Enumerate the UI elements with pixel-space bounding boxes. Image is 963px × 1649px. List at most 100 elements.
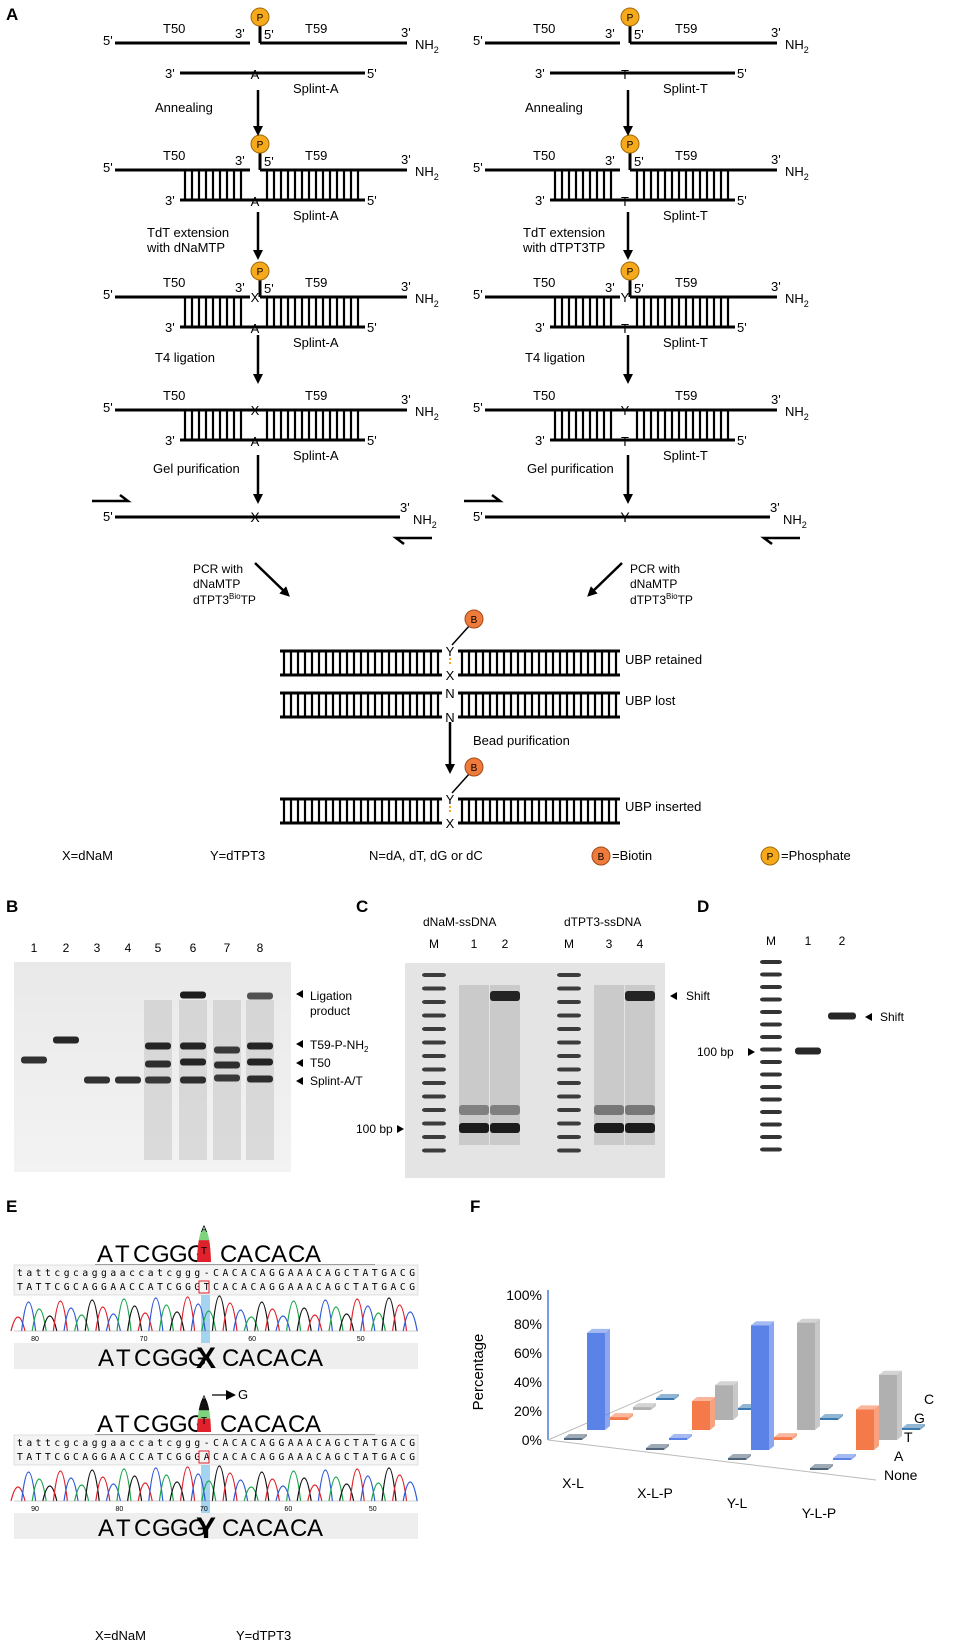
bar-side [710,1397,715,1430]
label-5prime: 5' [103,287,113,302]
called-base: G [188,1345,207,1372]
marker-band [760,1072,782,1077]
logo-base: C [133,1411,150,1438]
phosphate-icon [250,261,270,281]
shift-arrow-icon [670,992,677,1000]
step-pcr-right-3: dTPT3BioTP [630,592,693,607]
marker-band [422,1094,446,1099]
called-base: C [290,1515,307,1542]
panel-e-legend: X=dNaM Y=dTPT3 [95,1628,291,1643]
marker-band [557,1135,581,1139]
phosphate-icon-letter: P [257,267,264,278]
biotin-icon [464,757,484,777]
base-label: X [250,509,260,525]
label-3prime: 3' [770,500,780,515]
called-base: G [188,1515,207,1542]
bar [810,1464,833,1470]
marker-arrow-icon [397,1125,404,1133]
gel-b-lane-number: 5 [155,941,162,955]
ligation-arrow-icon [296,990,303,998]
nh2-label: NH2 [785,404,809,422]
panel-label-d: D [697,897,709,916]
marker-band [557,1013,581,1018]
biotin-icon-letter: B [471,615,478,626]
base-label: Y [621,403,630,418]
label-t50: T50 [163,21,185,36]
gel-b-lane-number: 1 [31,941,38,955]
gel-b-lane-number: 7 [224,941,231,955]
step-gel-left: Gel purification [153,461,240,476]
marker-band [422,1108,446,1112]
bar [856,1405,879,1450]
label-t50: T50 [533,275,555,290]
trace-peak [74,1314,90,1332]
bar-front [833,1458,851,1460]
marker-band [557,973,581,977]
marker-band [760,1010,782,1014]
primer-arrows [92,494,800,545]
trace-peak [370,1482,386,1502]
bar-front [797,1322,815,1430]
t50-arrow-icon [296,1059,303,1067]
bar-top [833,1454,856,1458]
called-base: G [152,1345,171,1372]
nh2-label: NH2 [783,512,807,530]
peak-base-a: A [201,1394,207,1404]
ubp-duplex: YXB [280,757,620,831]
label-5prime: 5' [367,433,377,448]
gel-band [490,991,520,1001]
marker-band [760,1047,782,1052]
base-label: X [251,403,260,418]
bar [879,1370,902,1440]
x-tick-label: Y-L [727,1495,748,1511]
bar-front [810,1468,828,1470]
marker-band [557,1067,581,1072]
bar-front [633,1407,651,1410]
called-base: T [116,1515,131,1542]
label-ubp-retained: UBP retained [625,652,702,667]
bar-front [646,1448,664,1450]
bar-front [820,1418,838,1420]
peak-base-t: T [201,1416,207,1427]
bar-side [897,1370,902,1440]
marker-band [760,1147,782,1152]
bar [656,1394,679,1400]
called-base: C [256,1345,273,1372]
x-tick-label: X-L-P [637,1485,673,1501]
label-3prime: 3' [535,433,545,448]
trace-peak [402,1481,418,1502]
peak-base-g: G [238,1387,248,1402]
bar [669,1434,692,1440]
bar-side [769,1321,774,1450]
label-5prime: 5' [367,193,377,208]
base-label: X [446,816,455,831]
gel-c-bands [422,973,655,1153]
gel-band [115,1076,141,1084]
bar [833,1454,856,1460]
label-3prime: 3' [401,392,411,407]
panel-label-a: A [6,5,18,24]
legend-n: N=dA, dT, dG or dC [369,848,483,863]
bar-front [751,1325,769,1450]
nh2-label: NH2 [785,291,809,309]
read-upper: TATTCGCAGGAACCATCGGGACACACAGGAAACAGCTATG… [17,1452,415,1463]
x-axis-line [547,1439,877,1481]
y-tick-label: 60% [514,1345,542,1361]
called-base: A [273,1345,289,1372]
called-base: T [116,1345,131,1372]
marker-band [422,1000,446,1004]
step-pcr-left-1: PCR with [193,562,243,576]
bar-front [587,1332,605,1430]
marker-band [760,997,782,1002]
bar [564,1434,587,1440]
label-t59: T59-P-NH2 [310,1038,369,1054]
called-seq-box [14,1513,418,1539]
base-label: N [445,710,454,725]
step-tdt-left-1: TdT extension [147,225,229,240]
